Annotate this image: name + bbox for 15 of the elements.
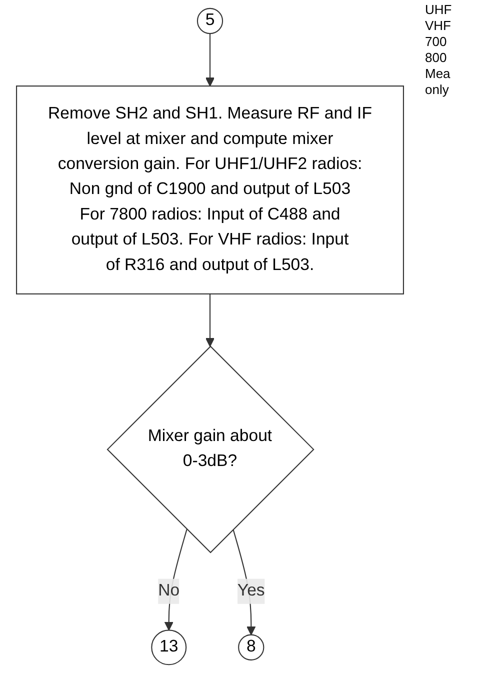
edge-label: No <box>158 582 180 600</box>
note-text: Mea <box>425 66 452 82</box>
node-diamond: Mixer gain about 0-3dB? <box>106 346 314 554</box>
note-text: UHF <box>425 2 452 18</box>
node-circle: 5 <box>196 8 224 34</box>
note-text: only <box>425 82 450 98</box>
note-text: 700 <box>425 34 448 50</box>
arrow <box>205 34 215 86</box>
node-box: Remove SH2 and SH1. Measure RF and IF level at mixer and compute mixer conversion gain. For UHF1/UHF2 radios: Non gnd of C1900 and output of L503 For 7800 radios: Input of C488 and output of L503. For VHF radios: Input of R316 and output of L503. <box>16 86 404 294</box>
node-circle: 13 <box>151 630 187 666</box>
edge-label: Yes <box>237 582 265 600</box>
node-circle: 8 <box>238 634 264 660</box>
note-text: VHF <box>425 18 452 34</box>
arrow <box>205 294 215 347</box>
note-text: 800 <box>425 50 448 66</box>
